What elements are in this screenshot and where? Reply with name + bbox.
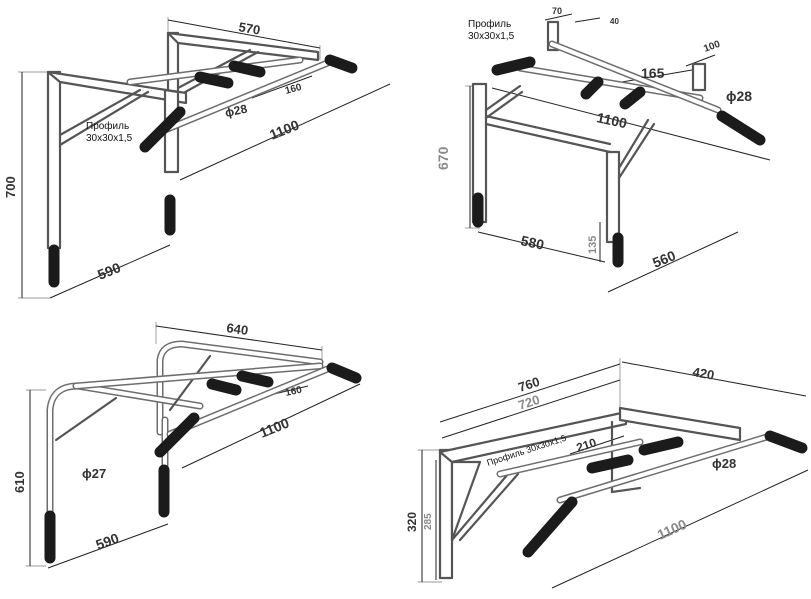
view-3-rear-bracket <box>156 340 324 436</box>
view-3-width-label: 640 <box>226 320 250 338</box>
view-1-grip-spacing-label: 160 <box>284 82 303 97</box>
view-3-dimension-lines <box>26 322 361 569</box>
view-2-height-label: 670 <box>435 146 451 170</box>
view-1-diameter-label: ϕ28 <box>224 102 249 120</box>
view-2-diameter-label: ϕ28 <box>726 88 752 104</box>
view-2-grips <box>472 56 766 268</box>
view-4-length-label: 1100 <box>655 516 689 543</box>
view-2-top-gap-label: 40 <box>610 17 619 26</box>
view-4-depth-label: 420 <box>691 364 715 383</box>
view-4-bars <box>496 432 774 504</box>
view-3-length-label: 1100 <box>257 414 291 440</box>
view-1-grips <box>48 54 358 288</box>
view-2-wall-bar: 70 40 100 165 1100 ϕ28 670 580 135 560 П… <box>435 6 771 293</box>
view-3-diameter-label: ϕ27 <box>82 466 106 481</box>
view-2-profile-note-line1: Профиль <box>468 18 511 30</box>
view-2-grip-spacing-label: 165 <box>641 65 665 81</box>
view-4-diameter-label: ϕ28 <box>712 456 736 471</box>
view-3-grips <box>44 362 362 564</box>
view-3-depth-label: 590 <box>94 530 122 553</box>
view-4-frame <box>438 406 742 580</box>
view-2-plate-label: 100 <box>702 39 722 55</box>
view-4-grip-spacing-label: 210 <box>575 435 599 455</box>
view-1-width-label: 570 <box>237 19 261 38</box>
view-4-dimension-lines <box>418 358 809 589</box>
view-1-bars <box>126 56 334 134</box>
view-1-profile-note-line2: 30х30х1,5 <box>86 133 133 144</box>
view-2-foot-label: 135 <box>587 236 599 254</box>
view-4-grips <box>522 430 808 558</box>
view-1-length-label: 1100 <box>267 116 301 142</box>
view-1-height-label: 700 <box>3 176 18 198</box>
view-3-grip-spacing-label: 160 <box>284 385 303 399</box>
view-4-inner-label: 720 <box>516 392 541 413</box>
view-1-depth-label: 590 <box>95 259 123 283</box>
view-2-length-label: 1100 <box>595 109 628 131</box>
view-4-wall-bar: 760 720 420 210 ϕ28 1100 320 285 Профиль… <box>405 358 809 589</box>
view-2-dimension-lines <box>465 13 771 293</box>
view-2-frame <box>471 82 656 244</box>
view-1-wall-bar: 570 700 590 1100 160 ϕ28 Профиль 30х30х1… <box>3 17 391 299</box>
view-4-height-inner-label: 285 <box>423 513 434 530</box>
view-1-profile-note-line1: Профиль <box>86 120 129 132</box>
view-2-width-label: 560 <box>650 247 678 271</box>
view-4-outer-label: 760 <box>516 374 541 395</box>
view-4-height-outer-label: 320 <box>405 512 419 532</box>
view-2-leg-depth-label: 580 <box>519 232 545 253</box>
view-2-bars <box>516 40 722 114</box>
view-2-profile-note-line2: 30х30х1,5 <box>468 31 515 42</box>
view-3-wall-bar: 640 610 590 1100 160 ϕ27 <box>12 320 362 569</box>
view-2-top-width-label: 70 <box>552 6 562 16</box>
view-3-height-label: 610 <box>12 471 27 493</box>
view-1-dimension-lines <box>18 17 391 299</box>
